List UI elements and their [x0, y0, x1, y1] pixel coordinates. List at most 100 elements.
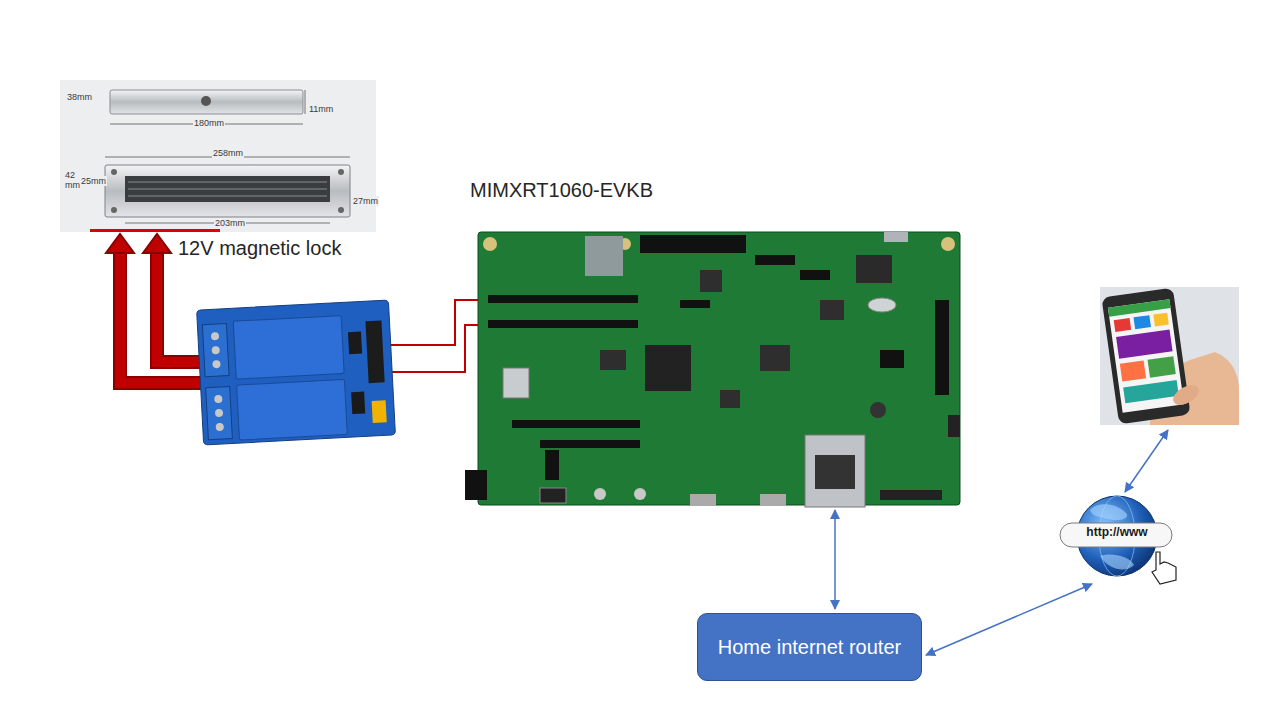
- sd-slot: [503, 368, 529, 398]
- screw-hole: [111, 169, 117, 175]
- side-header: [935, 300, 949, 395]
- mounting-hole: [483, 237, 497, 251]
- lock-photo: [60, 80, 376, 232]
- dimension-label: 203mm: [214, 218, 246, 228]
- lcd-connector: [880, 490, 942, 500]
- app-tile: [1148, 356, 1176, 377]
- app-tile: [1114, 318, 1132, 332]
- plate-hole: [201, 96, 211, 106]
- terminal-screw: [215, 409, 223, 417]
- link-arrow: [1125, 430, 1168, 492]
- ethernet-opening: [815, 455, 855, 489]
- power-jack: [465, 470, 487, 500]
- arduino-header: [512, 420, 640, 428]
- jumper-block: [800, 270, 830, 280]
- jtag-header: [640, 235, 746, 253]
- app-tile: [1120, 360, 1146, 381]
- chip: [600, 350, 626, 370]
- pin-header: [365, 320, 384, 383]
- app-banner: [1116, 329, 1173, 358]
- optocoupler: [351, 391, 365, 414]
- board-node: MIMXRT1060-EVKB: [470, 178, 964, 506]
- dimension-label: 42 mm: [64, 170, 80, 190]
- dimension-label: 27mm: [352, 196, 379, 206]
- evaluation-board: [465, 232, 960, 507]
- relay-board: [197, 300, 396, 445]
- screw-hole: [338, 207, 344, 213]
- phone-screen: [1108, 299, 1184, 413]
- pcb: [478, 232, 960, 505]
- node-text: http://www: [1058, 525, 1176, 539]
- app-tile: [1153, 313, 1169, 327]
- dimension-label: 25mm: [80, 176, 107, 186]
- magnet-stripe: [128, 182, 327, 183]
- mcu-chip: [645, 345, 691, 391]
- button: [634, 488, 646, 500]
- ethernet-jack: [805, 435, 865, 507]
- usb-port: [884, 232, 908, 242]
- dimension-label: 258mm: [212, 148, 244, 158]
- terminal-screw: [216, 423, 224, 431]
- thumb: [1170, 381, 1202, 409]
- dimension-label: 11mm: [308, 104, 334, 114]
- photo-ground: [60, 80, 376, 232]
- power-arrow-head: [143, 234, 171, 253]
- mounting-hole: [941, 237, 955, 251]
- magnet-face: [125, 176, 330, 202]
- app-banner: [1123, 380, 1179, 403]
- optocoupler: [348, 332, 362, 355]
- link-arrow: [926, 584, 1092, 655]
- chip: [700, 270, 722, 292]
- terminal-block: [202, 324, 229, 377]
- screw-hole: [338, 169, 344, 175]
- cursor-hand: [1152, 552, 1176, 584]
- photo-ground: [1100, 287, 1239, 425]
- crystal: [868, 298, 896, 312]
- node-text: 12V magnetic lock: [178, 236, 341, 260]
- terminal-screw: [212, 360, 220, 368]
- relay-module: [197, 300, 396, 445]
- link-arrow: [834, 510, 836, 609]
- device-label: 12V magnetic lock: [178, 236, 341, 264]
- chip: [856, 255, 892, 283]
- power-arrow-head: [106, 234, 134, 253]
- button: [594, 488, 606, 500]
- chip: [760, 345, 790, 371]
- relay: [237, 379, 348, 440]
- usb-port: [760, 494, 786, 506]
- internet-globe: [1060, 496, 1176, 584]
- jumper-block: [755, 255, 795, 265]
- chip: [720, 390, 740, 408]
- jumper: [372, 400, 387, 423]
- audio-jack: [948, 415, 960, 437]
- arduino-header: [488, 295, 638, 303]
- terminal-block: [206, 386, 233, 439]
- arduino-header: [488, 320, 638, 328]
- jumper-block: [680, 300, 710, 308]
- arduino-header: [540, 440, 640, 448]
- terminal-screw: [212, 346, 220, 354]
- continent: [1100, 554, 1134, 569]
- red-bar: [90, 229, 220, 232]
- app-tile: [1134, 315, 1152, 329]
- node-text: MIMXRT1060-EVKB: [470, 178, 964, 202]
- chip: [820, 300, 844, 320]
- magnet-stripe: [128, 189, 327, 190]
- phone-photo: [1100, 287, 1239, 425]
- armature-plate: [110, 90, 303, 114]
- terminal-screw: [211, 332, 219, 340]
- power-switch: [540, 488, 566, 503]
- jumper-block: [545, 450, 559, 480]
- terminal-screw: [214, 395, 222, 403]
- globe-node: http://www: [1058, 496, 1176, 580]
- relay: [233, 316, 344, 380]
- dimension-line: [305, 90, 306, 114]
- usb-port: [690, 494, 716, 506]
- screw-hole: [111, 207, 117, 213]
- dimension-label: 180mm: [193, 118, 225, 128]
